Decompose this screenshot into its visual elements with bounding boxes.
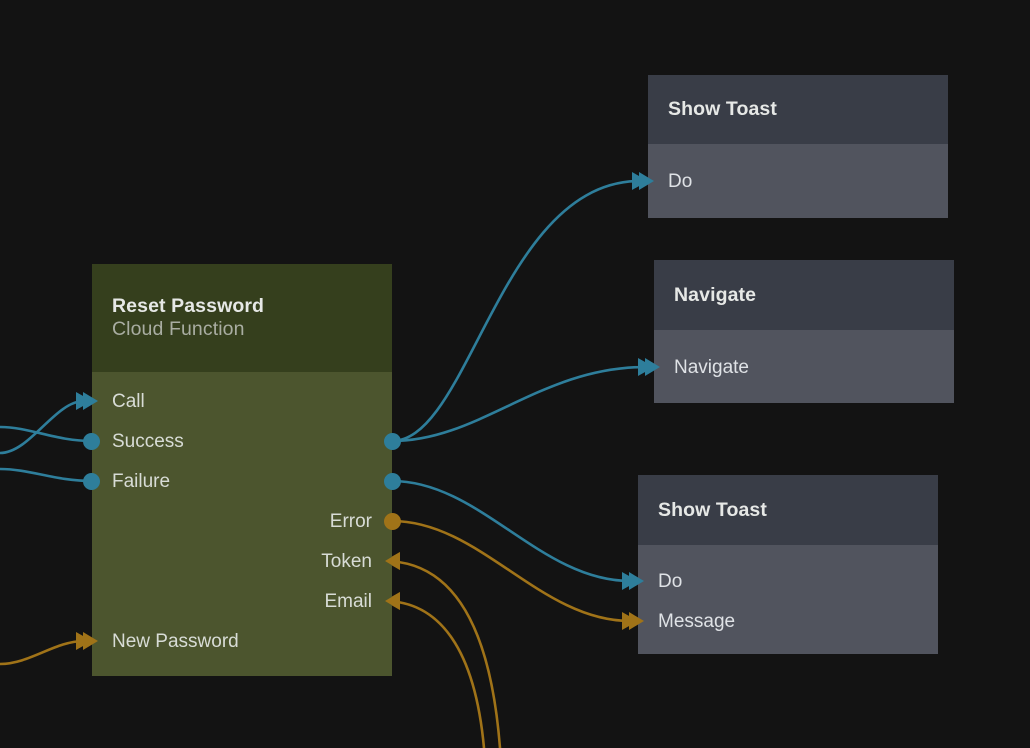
port-label: Do	[668, 170, 693, 192]
port-label: Message	[658, 610, 736, 632]
port-label: Token	[321, 550, 372, 572]
edge-error-to-show-toast-2-message[interactable]	[390, 519, 632, 623]
port-label: Failure	[112, 470, 171, 492]
port-arrow-icon[interactable]	[645, 358, 660, 376]
edge-token-incoming-from-below[interactable]	[382, 559, 502, 748]
node-title: Show Toast	[668, 98, 777, 120]
input-port-new-password[interactable]: New Password	[112, 630, 239, 652]
input-port-do[interactable]: Do	[668, 170, 692, 192]
input-port-failure[interactable]: Failure	[112, 470, 170, 492]
node-title: Reset Password	[112, 295, 265, 317]
node-body: Navigate	[645, 330, 954, 403]
edge-incoming-call-from-left[interactable]	[0, 399, 86, 455]
node-header[interactable]: Show Toast	[648, 75, 948, 144]
output-port-error[interactable]: Error	[330, 510, 372, 532]
port-dot-icon[interactable]	[384, 473, 401, 490]
node-header[interactable]: Show Toast	[638, 475, 938, 545]
input-port-message[interactable]: Message	[658, 610, 735, 632]
edge-email-incoming-from-below[interactable]	[382, 599, 486, 748]
node-title: Navigate	[674, 283, 757, 306]
port-arrow-icon[interactable]	[629, 612, 644, 630]
edge-success-to-show-toast-do[interactable]	[390, 179, 642, 443]
port-arrow-icon[interactable]	[83, 632, 98, 650]
edge-success-to-navigate[interactable]	[390, 365, 648, 443]
port-arrow-icon[interactable]	[629, 572, 644, 590]
port-arrow-icon[interactable]	[385, 592, 400, 610]
input-port-navigate[interactable]: Navigate	[674, 356, 749, 378]
port-arrow-icon[interactable]	[639, 172, 654, 190]
node-body: Do	[639, 144, 948, 218]
port-label: Do	[658, 570, 683, 592]
edge-incoming-failure-from-left[interactable]	[0, 467, 94, 483]
output-port-token[interactable]: Token	[321, 550, 372, 572]
port-label: Navigate	[674, 356, 749, 378]
edge-incoming-new-password-from-left[interactable]	[0, 639, 86, 666]
port-label: New Password	[112, 630, 239, 652]
input-port-success[interactable]: Success	[112, 430, 184, 452]
port-label: Error	[329, 510, 372, 532]
node-header[interactable]: Navigate	[654, 260, 954, 330]
port-arrow-icon[interactable]	[385, 552, 400, 570]
edge-failure-to-show-toast-2-do[interactable]	[390, 479, 632, 583]
edge-incoming-success-from-left[interactable]	[0, 425, 94, 443]
node-subtitle: Cloud Function	[112, 318, 245, 340]
port-label: Success	[112, 430, 184, 452]
port-dot-icon[interactable]	[83, 473, 100, 490]
port-label: Email	[324, 590, 372, 612]
node-title: Show Toast	[658, 498, 767, 521]
input-port-do[interactable]: Do	[658, 570, 682, 592]
port-dot-icon[interactable]	[384, 513, 401, 530]
port-dot-icon[interactable]	[384, 433, 401, 450]
port-arrow-icon[interactable]	[83, 392, 98, 410]
input-port-call[interactable]: Call	[112, 390, 145, 412]
port-label: Call	[112, 390, 145, 412]
port-dot-icon[interactable]	[83, 433, 100, 450]
output-port-email[interactable]: Email	[324, 590, 372, 612]
